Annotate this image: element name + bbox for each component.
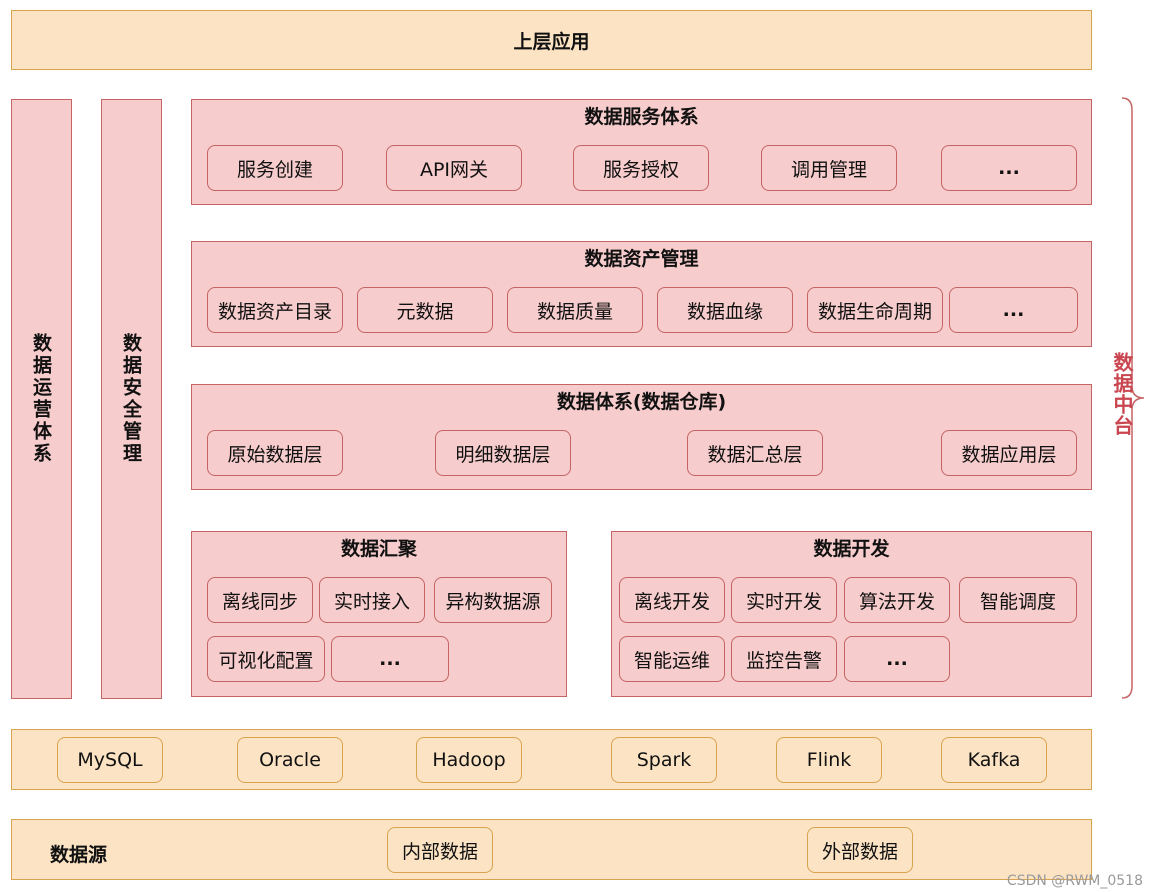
data-security-label: 数据安全管理: [120, 333, 142, 465]
data-service-title: 数据服务体系: [580, 106, 703, 128]
engine-chip: MySQL: [57, 737, 163, 783]
warehouse-chip: 数据应用层: [941, 430, 1077, 476]
data-source-label: 数据源: [50, 844, 108, 866]
data-source-layer: 数据源 内部数据 外部数据: [11, 819, 1092, 880]
asset-chip: 数据资产目录: [207, 287, 343, 333]
warehouse-chip: 数据汇总层: [687, 430, 823, 476]
warehouse-chip: 原始数据层: [207, 430, 343, 476]
platform-brace: [1121, 97, 1145, 699]
aggregation-chip: 异构数据源: [434, 577, 552, 623]
asset-chip: 元数据: [357, 287, 493, 333]
data-warehouse-title: 数据体系(数据仓库): [552, 391, 731, 413]
development-chip-more: ...: [844, 636, 950, 682]
asset-chip-more: ...: [949, 287, 1078, 333]
development-chip: 算法开发: [844, 577, 950, 623]
engine-chip: Kafka: [941, 737, 1047, 783]
development-chip: 智能调度: [959, 577, 1077, 623]
aggregation-chip: 可视化配置: [207, 636, 325, 682]
data-operations-label: 数据运营体系: [30, 333, 52, 465]
engine-chip: Oracle: [237, 737, 343, 783]
data-platform-label: 数据中台: [1110, 352, 1134, 436]
asset-chip: 数据质量: [507, 287, 643, 333]
warehouse-chip: 明细数据层: [435, 430, 571, 476]
engine-chip: Spark: [611, 737, 717, 783]
engine-chip: Hadoop: [416, 737, 522, 783]
development-chip: 实时开发: [731, 577, 837, 623]
data-warehouse-panel: 数据体系(数据仓库) 原始数据层 明细数据层 数据汇总层 数据应用层: [191, 384, 1092, 490]
service-chip: 调用管理: [761, 145, 897, 191]
development-chip: 监控告警: [731, 636, 837, 682]
service-chip: 服务授权: [573, 145, 709, 191]
asset-chip: 数据血缘: [657, 287, 793, 333]
upper-application-layer: 上层应用: [11, 10, 1092, 70]
data-aggregation-panel: 数据汇聚 离线同步 实时接入 异构数据源 可视化配置 ...: [191, 531, 567, 697]
source-chip: 内部数据: [387, 827, 493, 873]
data-security-column: 数据安全管理: [101, 99, 162, 699]
data-development-title: 数据开发: [809, 538, 894, 560]
data-operations-column: 数据运营体系: [11, 99, 72, 699]
service-chip: 服务创建: [207, 145, 343, 191]
watermark: CSDN @RWM_0518: [1006, 873, 1143, 889]
engine-layer: MySQL Oracle Hadoop Spark Flink Kafka: [11, 729, 1092, 790]
engine-chip: Flink: [776, 737, 882, 783]
aggregation-chip: 实时接入: [319, 577, 425, 623]
data-asset-title: 数据资产管理: [580, 248, 703, 270]
data-development-panel: 数据开发 离线开发 实时开发 算法开发 智能调度 智能运维 监控告警 ...: [611, 531, 1092, 697]
aggregation-chip-more: ...: [331, 636, 449, 682]
development-chip: 离线开发: [619, 577, 725, 623]
service-chip: API网关: [386, 145, 522, 191]
upper-application-label: 上层应用: [513, 30, 590, 53]
service-chip-more: ...: [941, 145, 1077, 191]
development-chip: 智能运维: [619, 636, 725, 682]
source-chip: 外部数据: [807, 827, 913, 873]
data-service-panel: 数据服务体系 服务创建 API网关 服务授权 调用管理 ...: [191, 99, 1092, 205]
aggregation-chip: 离线同步: [207, 577, 313, 623]
data-aggregation-title: 数据汇聚: [336, 538, 421, 560]
data-asset-panel: 数据资产管理 数据资产目录 元数据 数据质量 数据血缘 数据生命周期 ...: [191, 241, 1092, 347]
asset-chip: 数据生命周期: [807, 287, 943, 333]
